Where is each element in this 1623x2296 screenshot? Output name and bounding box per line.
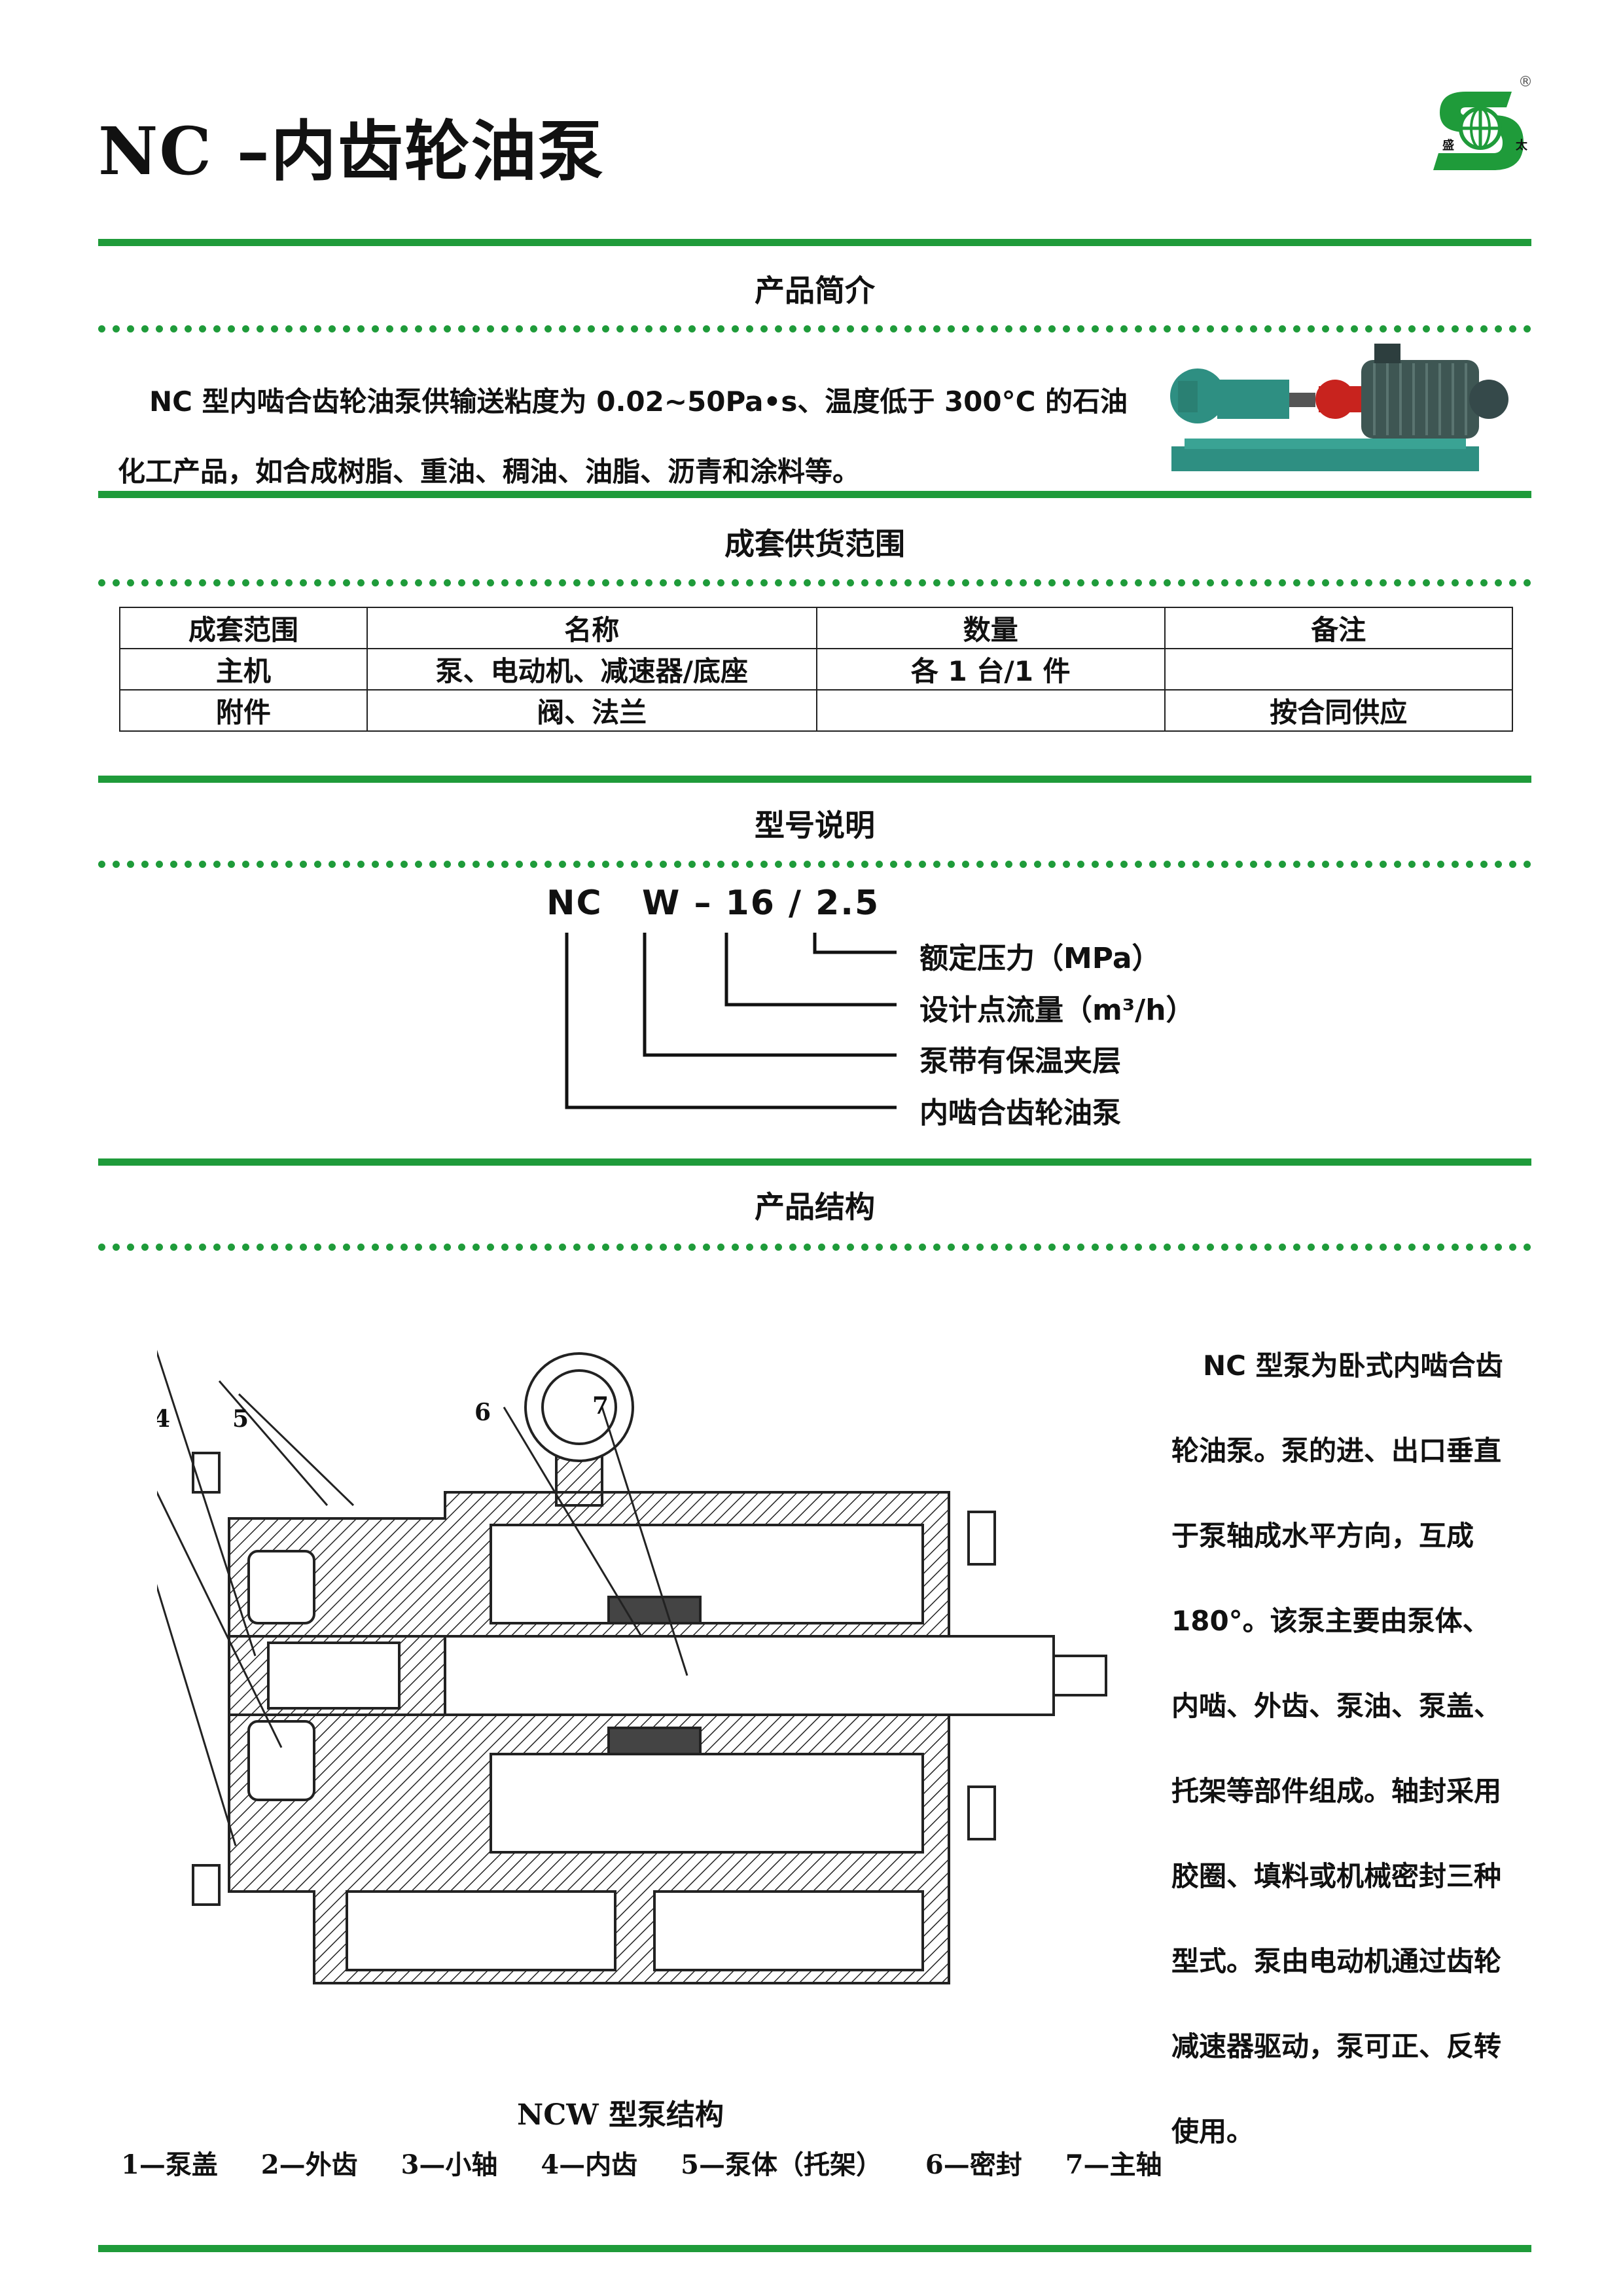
parts-legend: 1—泵盖 2—外齿 3—小轴 4—内齿 5—泵体（托架） 6—密封 7—主轴 (121, 2144, 1196, 2181)
dotted-divider (98, 579, 1531, 586)
part-label: 3—小轴 (401, 2149, 498, 2180)
column-header: 成套范围 (119, 607, 368, 649)
model-code: NC W – 16 / 2.5 (546, 884, 880, 923)
diagram-caption: NCW 型泵结构 (517, 2098, 724, 2132)
column-header: 备注 (1164, 607, 1513, 649)
section-divider (98, 239, 1531, 246)
logo-left-char: 盛 (1442, 138, 1454, 152)
legend-flow: 设计点流量（m³/h） (919, 994, 1195, 1027)
table-cell (1164, 648, 1513, 691)
part-label: 7—主轴 (1065, 2149, 1162, 2180)
dotted-divider (98, 325, 1531, 332)
structure-description: NC 型泵为卧式内啮合齿轮油泵。泵的进、出口垂直于泵轴成水平方向，互成 180°… (1171, 1323, 1512, 2174)
callout-5: 5 (232, 1405, 249, 1433)
intro-paragraph: NC 型内啮合齿轮油泵供输送粘度为 0.02~50Pa•s、温度低于 300°C… (118, 367, 1139, 507)
table-cell: 泵、电动机、减速器/底座 (366, 648, 817, 691)
supply-table: 成套范围 名称 数量 备注 主机 泵、电动机、减速器/底座 各 1 台/1 件 … (119, 607, 1513, 732)
section-title-supply: 成套供货范围 (724, 526, 905, 562)
section-divider (98, 1158, 1531, 1166)
dotted-divider (98, 1244, 1531, 1251)
part-label: 2—外齿 (260, 2149, 358, 2180)
page-title: NC –内齿轮油泵 (98, 113, 605, 190)
part-label: 1—泵盖 (121, 2149, 218, 2180)
callout-6: 6 (474, 1399, 491, 1426)
company-logo: 盛 太 ® (1433, 74, 1533, 170)
callout-7: 7 (592, 1392, 609, 1420)
section-title-intro: 产品简介 (755, 273, 875, 308)
intro-text: NC 型内啮合齿轮油泵供输送粘度为 0.02~50Pa•s、温度低于 300°C… (118, 386, 1128, 488)
section-title-model: 型号说明 (755, 808, 875, 843)
pump-cross-section-diagram: 1 2 3 4 5 6 7 (157, 1350, 1107, 1984)
registered-mark: ® (1518, 74, 1533, 90)
column-header: 数量 (815, 607, 1166, 649)
table-cell: 阀、法兰 (366, 689, 817, 732)
section-divider (98, 491, 1531, 498)
logo-right-char: 太 (1516, 138, 1528, 152)
part-label: 4—内齿 (541, 2149, 638, 2180)
callout-4: 4 (157, 1405, 170, 1433)
legend-pressure: 额定压力（MPa） (919, 942, 1161, 975)
table-header-row: 成套范围 名称 数量 备注 (119, 607, 1513, 649)
part-label: 6—密封 (925, 2149, 1022, 2180)
section-title-structure: 产品结构 (755, 1189, 875, 1225)
dotted-divider (98, 861, 1531, 868)
table-row: 附件 阀、法兰 按合同供应 (119, 689, 1513, 732)
section-divider (98, 776, 1531, 783)
table-cell: 各 1 台/1 件 (815, 648, 1166, 691)
description-text: NC 型泵为卧式内啮合齿轮油泵。泵的进、出口垂直于泵轴成水平方向，互成 180°… (1171, 1350, 1503, 2147)
table-cell: 按合同供应 (1164, 689, 1513, 732)
table-row: 主机 泵、电动机、减速器/底座 各 1 台/1 件 (119, 648, 1513, 691)
footer-divider (98, 2245, 1531, 2252)
legend-pump-type: 内啮合齿轮油泵 (919, 1096, 1121, 1130)
part-label: 5—泵体（托架） (681, 2149, 882, 2180)
pump-product-photo (1170, 344, 1508, 471)
table-cell (815, 689, 1166, 732)
table-cell: 主机 (119, 648, 368, 691)
legend-jacket: 泵带有保温夹层 (919, 1045, 1121, 1078)
column-header: 名称 (366, 607, 817, 649)
table-cell: 附件 (119, 689, 368, 732)
